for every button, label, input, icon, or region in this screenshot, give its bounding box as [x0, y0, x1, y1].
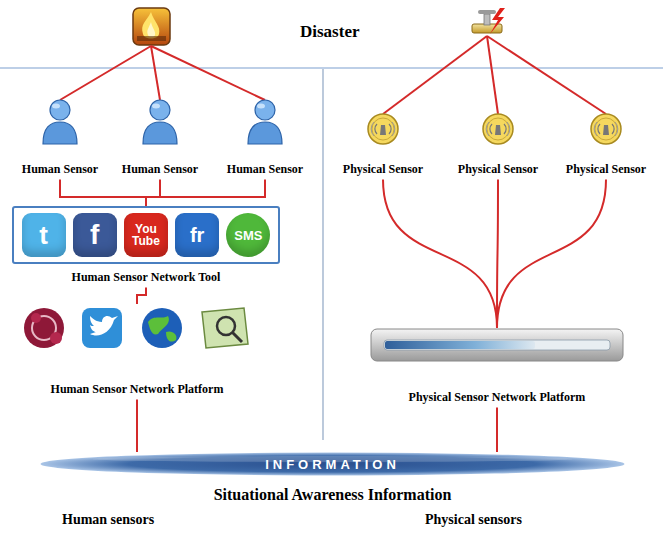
node-phys: Physical Sensor [445, 112, 551, 176]
node-bar: Physical Sensor Network Platform [370, 328, 624, 404]
group-label: Physical Sensor Network Platform [370, 390, 624, 404]
node-phys: Physical Sensor [553, 112, 659, 176]
section-label: Human sensors [62, 512, 154, 528]
connector-line [136, 399, 138, 452]
app-icon-text: f [90, 221, 99, 249]
app-icon: SMS [226, 213, 270, 257]
node-platform: Human Sensor Network Platform [12, 304, 262, 396]
person-icon [40, 98, 80, 146]
app-icon: You Tube [124, 213, 168, 257]
tool-box: t f You Tube fr SMS [12, 206, 280, 264]
sensor-icon [366, 112, 400, 146]
node-tools: t f You Tube fr SMS Human Sensor Network Tool [12, 206, 280, 284]
sensor-icon [481, 112, 515, 146]
platform-logos [12, 304, 262, 352]
group-label: Human Sensor Network Platform [12, 382, 262, 396]
sensor-label: Human Sensor [219, 162, 311, 176]
node-band: INFORMATION Situational Awareness Informa… [40, 452, 625, 504]
app-icon: fr [175, 213, 219, 257]
sensor-label: Physical Sensor [553, 162, 659, 176]
platform-icons [12, 304, 262, 352]
connector-line [497, 179, 498, 328]
app-icon: t [22, 213, 66, 257]
information-band: INFORMATION [40, 452, 625, 476]
pipeline-disaster-icon [472, 8, 505, 34]
node-human: Human Sensor [14, 98, 106, 176]
section-label: Physical sensors [425, 512, 522, 528]
sensor-icon [589, 112, 623, 146]
app-icon: f [73, 213, 117, 257]
connector-line [60, 179, 146, 206]
connector-line [497, 179, 606, 328]
connector-line [146, 179, 265, 206]
middle-divider [322, 69, 323, 440]
progress-bar-graphic [370, 328, 624, 362]
app-icon-text: fr [190, 225, 204, 245]
app-icon-text: SMS [234, 229, 262, 242]
band-text: INFORMATION [265, 458, 400, 471]
top-divider [0, 67, 663, 68]
fire-disaster-icon [133, 8, 170, 45]
disaster-lines [60, 36, 606, 114]
connector-line [146, 179, 160, 206]
sensor-label: Physical Sensor [330, 162, 436, 176]
app-icon-text: t [39, 222, 48, 248]
sensor-label: Human Sensor [114, 162, 206, 176]
node-human: Human Sensor [219, 98, 311, 176]
sensor-label: Human Sensor [14, 162, 106, 176]
group-label: Human Sensor Network Tool [12, 270, 280, 284]
sensor-label: Physical Sensor [445, 162, 551, 176]
person-icon [245, 98, 285, 146]
person-icon [140, 98, 180, 146]
app-icon-text: You Tube [126, 223, 166, 247]
diagram-title: Disaster [300, 22, 359, 42]
node-human: Human Sensor [114, 98, 206, 176]
band-caption: Situational Awareness Information [40, 485, 625, 504]
connector-line [496, 407, 498, 452]
connector-line [137, 287, 146, 304]
connector-line [383, 179, 497, 328]
platform-bar [370, 328, 624, 362]
node-phys: Physical Sensor [330, 112, 436, 176]
